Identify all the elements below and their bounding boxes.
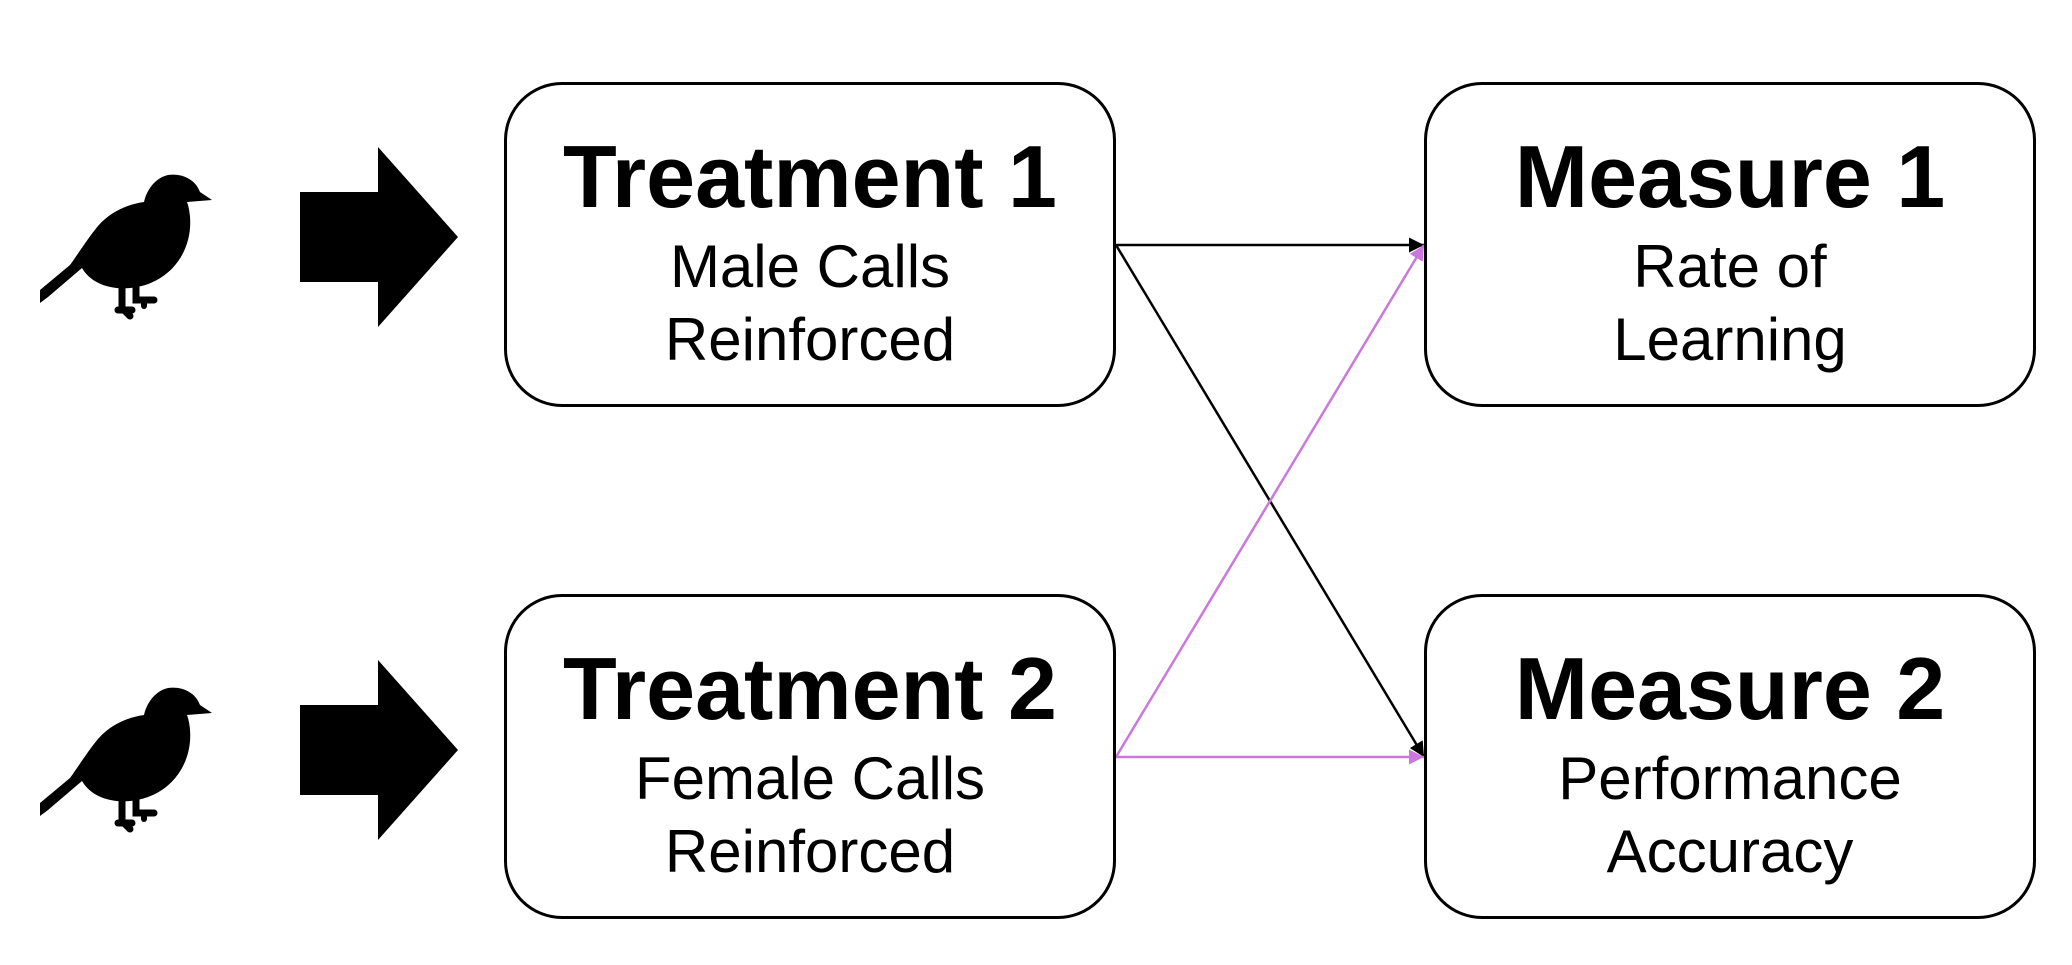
- treatment-2-line-2: Reinforced: [664, 818, 956, 885]
- treatment-2-title: Treatment 2: [563, 639, 1057, 738]
- treatment-2-description: Female Calls Reinforced: [507, 742, 1113, 888]
- measure-2-box: Measure 2 Performance Accuracy: [1424, 594, 2036, 919]
- measure-2-title: Measure 2: [1514, 639, 1946, 738]
- link-treatment2-measure1: [1114, 244, 1426, 758]
- measure-1-line-1: Rate of: [1633, 233, 1827, 300]
- block-arrow-right-icon: [300, 660, 458, 840]
- measure-2-description: Performance Accuracy: [1427, 742, 2033, 888]
- bird-icon: [40, 687, 212, 833]
- measure-2-line-2: Accuracy: [1606, 818, 1854, 885]
- treatment-1-line-2: Reinforced: [664, 306, 956, 373]
- treatment-2-box: Treatment 2 Female Calls Reinforced: [504, 594, 1116, 919]
- measure-1-box: Measure 1 Rate of Learning: [1424, 82, 2036, 407]
- treatment-2-line-1: Female Calls: [634, 745, 986, 812]
- measure-1-title: Measure 1: [1514, 127, 1946, 226]
- treatment-1-title: Treatment 1: [563, 127, 1057, 226]
- measure-1-line-2: Learning: [1613, 306, 1847, 373]
- measure-2-line-1: Performance: [1558, 745, 1902, 812]
- measure-1-description: Rate of Learning: [1427, 230, 2033, 376]
- bird-icon: [40, 174, 212, 320]
- treatment-1-description: Male Calls Reinforced: [507, 230, 1113, 376]
- block-arrow-right-icon: [300, 147, 458, 327]
- treatment-1-line-1: Male Calls: [669, 233, 951, 300]
- treatment-1-box: Treatment 1 Male Calls Reinforced: [504, 82, 1116, 407]
